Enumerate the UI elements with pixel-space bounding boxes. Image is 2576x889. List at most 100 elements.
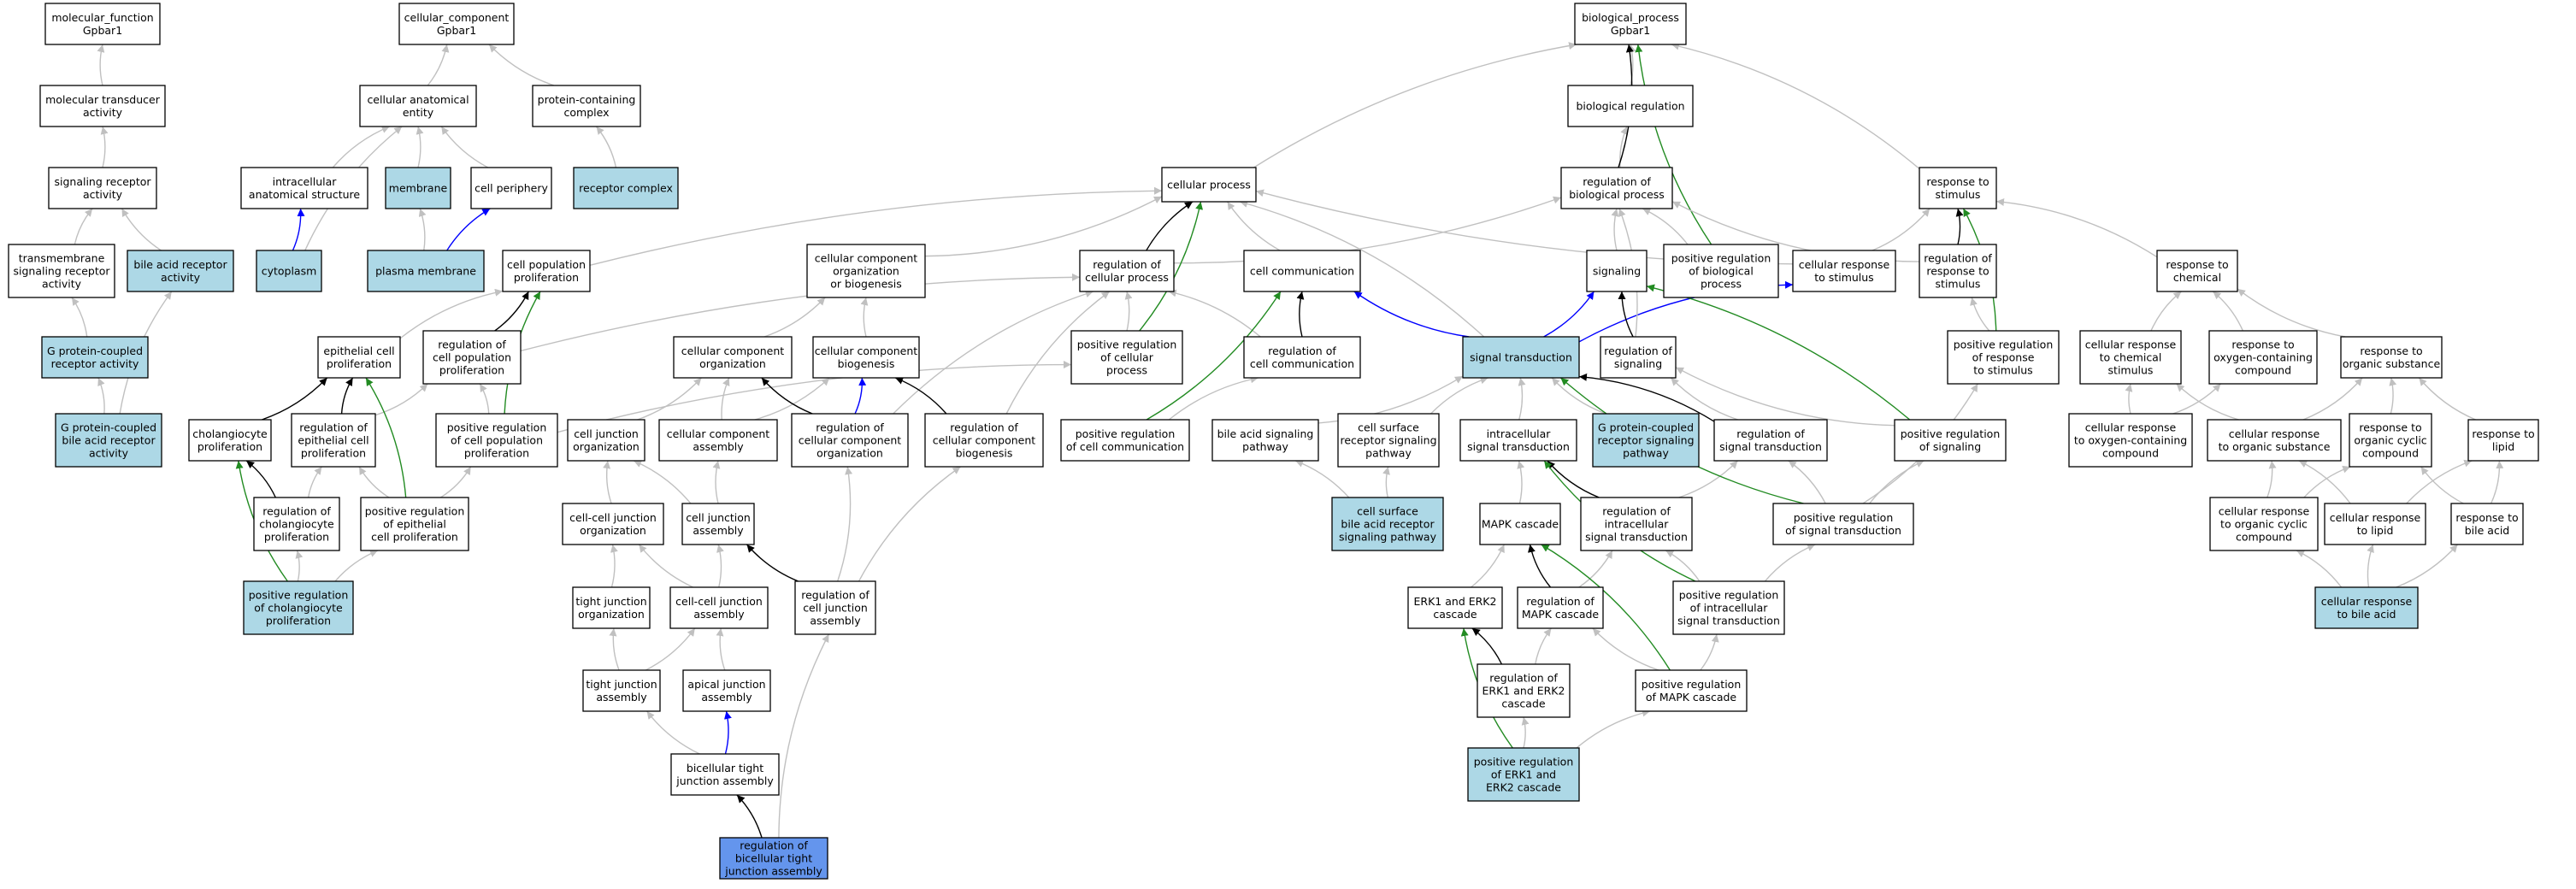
- node-cproc[interactable]: cellular process: [1161, 167, 1257, 203]
- node-label-line: positive regulation: [1076, 427, 1176, 440]
- edge-rerk-to-erk: [1471, 627, 1503, 665]
- node-mapk[interactable]: MAPK cascade: [1479, 503, 1561, 545]
- node-st[interactable]: signal transduction: [1462, 336, 1580, 379]
- node-cper[interactable]: cell periphery: [470, 167, 552, 209]
- node-mem[interactable]: membrane: [385, 167, 451, 209]
- edge-aja-to-ccja: [716, 627, 726, 671]
- node-sig[interactable]: signaling: [1586, 250, 1648, 292]
- node-breg[interactable]: biological regulation: [1567, 85, 1694, 127]
- edge-rcja-to-rcco: [837, 466, 853, 582]
- edge-rts-to-bp: [1671, 42, 1920, 169]
- node-label-line: positive regulation: [1671, 252, 1771, 265]
- node-box: [1947, 330, 2060, 385]
- node-label-line: signal transduction: [1719, 440, 1822, 453]
- node-rcx[interactable]: receptor complex: [573, 167, 679, 209]
- node-ccomm[interactable]: cell communication: [1243, 250, 1361, 292]
- node-box: [1079, 250, 1175, 292]
- node-cyto[interactable]: cytoplasm: [256, 250, 322, 292]
- edge-mem-to-cae: [416, 126, 424, 168]
- node-label-line: assembly: [701, 691, 752, 704]
- node-label-line: compound: [2362, 447, 2419, 460]
- edge-crocc-to-rtocc: [2303, 465, 2351, 498]
- node-label-line: regulation of: [1583, 175, 1651, 188]
- node-pmem[interactable]: plasma membrane: [367, 250, 485, 292]
